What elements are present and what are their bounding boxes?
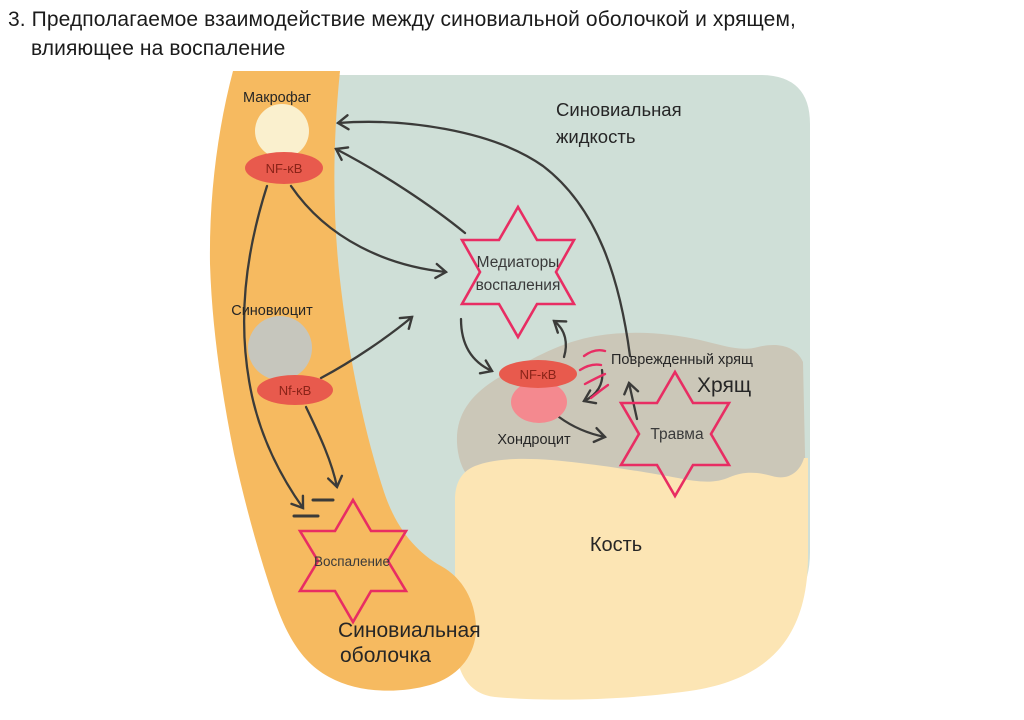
page-title-line2: влияющее на воспаление bbox=[31, 37, 286, 60]
page-title-line1: 3. Предполагаемое взаимодействие между с… bbox=[8, 8, 796, 31]
synovial-membrane-label-line2: оболочка bbox=[340, 644, 431, 667]
macrophage-label: Макрофаг bbox=[243, 90, 311, 106]
mediators-star-label-line2: воспаления bbox=[476, 277, 561, 294]
arrow-damage-to-chondrocyte bbox=[582, 368, 604, 405]
synovial-membrane-region bbox=[209, 71, 477, 691]
chondrocyte-label: Хондроцит bbox=[497, 432, 571, 448]
arrow-damaged-cartilage-to-macrophage bbox=[335, 114, 632, 358]
macrophage-cell-body bbox=[255, 104, 309, 158]
synoviocyte-nfkb-label: Nf-κB bbox=[279, 383, 312, 398]
bone-region bbox=[455, 458, 808, 700]
cartilage-damage-marks-icon bbox=[578, 348, 610, 400]
arrow-chondrocyte-to-mediators bbox=[552, 319, 568, 359]
trauma-star-shape bbox=[618, 369, 732, 499]
stars bbox=[297, 204, 732, 625]
inflammation-star-label: Воспаление bbox=[314, 554, 390, 569]
arrow-macrophage-nfkb-to-inflammation bbox=[242, 184, 305, 510]
synoviocyte-cell-body bbox=[248, 316, 312, 380]
arrow-chondrocyte-to-trauma bbox=[557, 415, 608, 444]
arrow-mediators-to-macrophage bbox=[334, 146, 467, 235]
damaged-cartilage-label: Поврежденный хрящ bbox=[611, 352, 753, 368]
synoviocyte-nfkb-ellipse bbox=[257, 375, 333, 405]
mediators-star-label-line1: Медиаторы bbox=[477, 254, 560, 271]
cartilage-label: Хрящ bbox=[697, 374, 751, 397]
chondrocyte-nfkb-label: NF-κB bbox=[520, 367, 557, 382]
arrow-synoviocyte-nfkb-to-mediators bbox=[319, 315, 414, 380]
arrow-macrophage-nfkb-to-mediators bbox=[289, 184, 449, 280]
synovial-membrane-label-line1: Синовиальная bbox=[338, 619, 481, 642]
arrows bbox=[242, 114, 640, 518]
macrophage-nfkb-label: NF-κB bbox=[266, 161, 303, 176]
synoviocyte-label: Синовиоцит bbox=[231, 303, 313, 319]
inflammation-star-shape bbox=[297, 497, 409, 625]
cells bbox=[245, 104, 577, 423]
bone-label: Кость bbox=[590, 534, 642, 556]
trauma-star-label: Травма bbox=[650, 426, 704, 443]
macrophage-nfkb-ellipse bbox=[245, 152, 323, 184]
synovial-fluid-label-line1: Синовиальная bbox=[556, 99, 682, 120]
mediators-star-shape bbox=[459, 204, 577, 340]
chondrocyte-cell-body bbox=[511, 381, 567, 423]
chondrocyte-nfkb-ellipse bbox=[499, 360, 577, 388]
synovial-fluid-label-line2: жидкость bbox=[556, 126, 635, 147]
arrow-trauma-to-damaged-cartilage bbox=[623, 380, 640, 421]
labels: Макрофаг NF-κB Синовиоцит Nf-κB NF-κB Хо… bbox=[231, 90, 753, 667]
arrow-synoviocyte-nfkb-to-inflammation bbox=[304, 405, 344, 490]
arrow-mediators-to-chondrocyte-nfkb bbox=[459, 317, 494, 375]
